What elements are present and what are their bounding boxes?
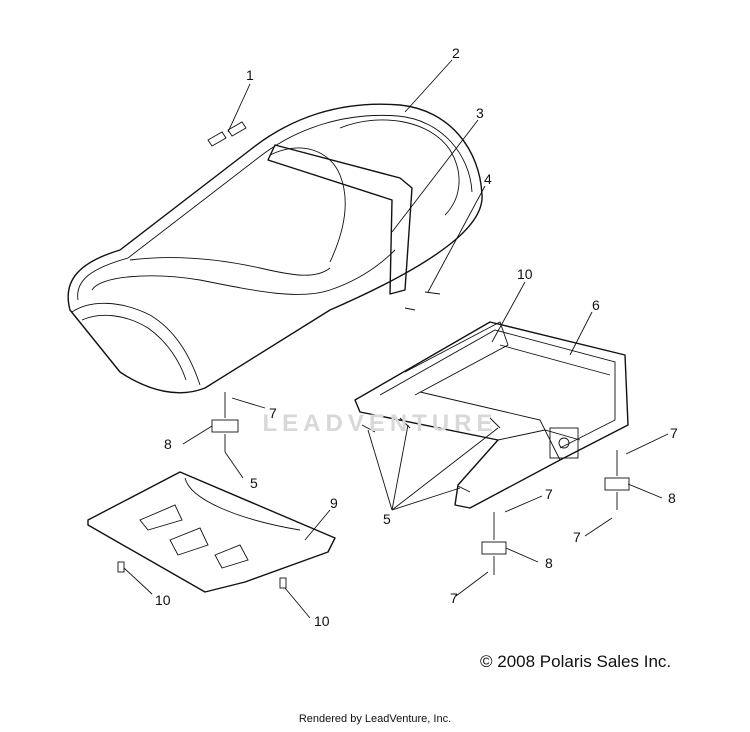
callout-8-center: 8 — [545, 555, 553, 571]
callout-7-center-top: 7 — [545, 486, 553, 502]
callout-2: 2 — [452, 45, 460, 61]
copyright-notice: © 2008 Polaris Sales Inc. — [480, 652, 672, 671]
callout-7-center-bottom: 7 — [450, 590, 458, 606]
callout-labels: 1 2 3 4 10 6 7 8 5 9 5 7 8 7 7 8 7 10 10 — [155, 45, 678, 629]
leader-lines — [123, 59, 669, 619]
callout-5-center: 5 — [383, 511, 391, 527]
callout-10-pan-right: 10 — [314, 613, 330, 629]
seat-pan — [87, 471, 336, 593]
hardware — [117, 121, 630, 589]
watermark: LEADVENTURE — [262, 410, 498, 437]
callout-8-left: 8 — [164, 436, 172, 452]
callout-7-left: 7 — [269, 405, 277, 421]
callout-3: 3 — [476, 105, 484, 121]
callout-4: 4 — [484, 171, 492, 187]
callout-8-right: 8 — [668, 490, 676, 506]
callout-7-right-bottom: 7 — [573, 529, 581, 545]
callout-1: 1 — [246, 67, 254, 83]
footer-credit: Rendered by LeadVenture, Inc. — [298, 713, 452, 725]
callout-6: 6 — [592, 297, 600, 313]
callout-7-right-top: 7 — [670, 425, 678, 441]
callout-10-frame: 10 — [517, 266, 533, 282]
seat-frame — [354, 321, 629, 509]
callout-10-pan-left: 10 — [155, 592, 171, 608]
callout-9: 9 — [330, 495, 338, 511]
callout-5-left: 5 — [250, 475, 258, 491]
seat-assembly — [67, 103, 483, 394]
